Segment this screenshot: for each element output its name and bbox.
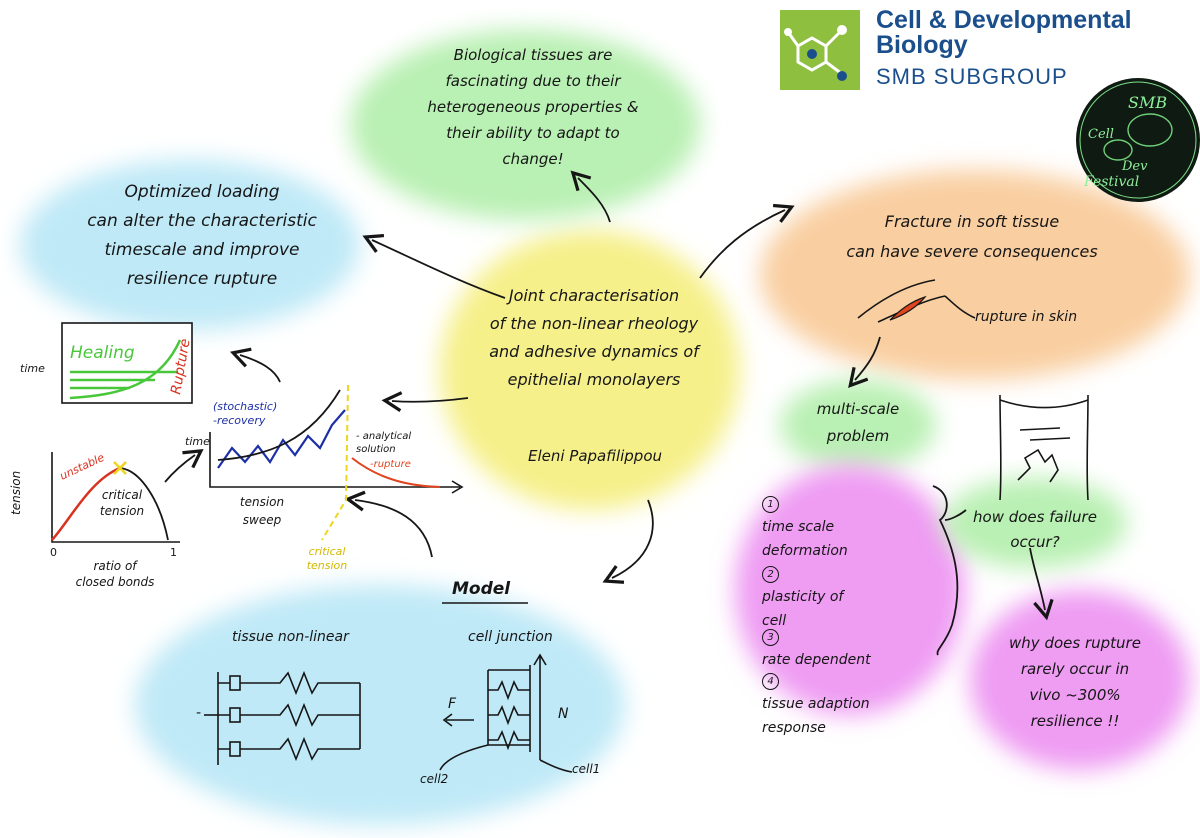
list-item-text: rate dependent [762,652,871,668]
rupture-skin-label: rupture in skin [975,309,1078,325]
list-item-text: time scale deformation [762,519,848,559]
central-title: Joint characterisation of the non-linear… [489,286,699,389]
model-circuits [204,602,573,773]
why-question: why does rupture rarely occur in vivo ~3… [1009,634,1141,730]
top-note: Biological tissues are fascinating due t… [427,46,639,168]
tissue-nonlinear-label: tissue non-linear [232,629,349,645]
cell-junction-label: cell junction [468,629,553,645]
list-item-text: tissue adaption response [762,696,870,736]
blob-blue-optimized [20,160,360,330]
connector-arrows [164,170,1054,656]
arrow-to-graphs [381,391,469,412]
badge-text-festival: Festival [1083,174,1139,190]
logo-title: Cell & Developmental Biology [876,6,1132,59]
blob-orange-fracture [760,170,1190,380]
festival-badge: SMB Cell Dev Festival [1076,78,1200,202]
blob-blue-model [135,585,625,825]
arrow-model-to-sweep [344,490,433,558]
list-item-number: 4 [762,673,779,690]
background-blobs [20,30,1190,825]
blob-green-failure [943,478,1127,568]
brace-list [932,485,959,656]
list-item-text: plasticity of cell [762,589,844,629]
blob-yellow-center [440,230,740,510]
healing-graph: time Healing Rupture [20,322,194,404]
x1-label: 1 [170,546,177,559]
badge-text-dev: Dev [1121,159,1148,174]
list-item-1: 1 time scale deformation [762,467,932,563]
cell2-label: cell2 [420,772,449,786]
x0-label: 0 [50,546,57,559]
critical-tension-label: critical tension [99,488,145,518]
blob-purple-why [970,590,1190,770]
blob-green-top [350,30,700,220]
author-name: Eleni Papafilippou [527,447,663,465]
sweep-ylabel: time [185,435,210,448]
model-title: Model [452,579,511,599]
critical-tension-yellow-label: critical tension [306,545,348,572]
skin-rupture-sketch [857,279,976,323]
sweep-xlabel: tension sweep [239,495,285,527]
arrow-healing [229,347,281,383]
cell1-label: cell1 [572,762,601,776]
list-item-2: 2 plasticity of cell [762,537,932,633]
list-item-3: 3 rate dependent [762,600,932,672]
arrow-to-fracture [699,203,795,279]
stochastic-recovery-label: (stochastic) -recovery [213,400,278,427]
optimized-note: Optimized loading can alter the characte… [87,182,317,289]
blob-green-multiscale [780,380,936,470]
normal-label: N [558,706,569,722]
minus-label: - [196,705,202,721]
badge-text-smb: SMB [1128,93,1167,112]
force-label: F [448,696,457,712]
arrow-to-model [602,499,654,584]
logo-mark [780,10,860,90]
arrow-tension-to-sweep [164,448,204,483]
unstable-label: unstable [58,451,107,483]
failure-sketch [999,394,1089,501]
healing-ylabel: time [20,362,45,375]
list-item-4: 4 tissue adaption response [762,644,952,740]
sweep-rupture-label: -rupture [370,459,411,470]
fracture-note: Fracture in soft tissue can have severe … [846,212,1098,261]
analytical-label: - analytical solution [356,431,412,455]
list-item-number: 3 [762,629,779,646]
list-item-number: 1 [762,496,779,513]
sweep-graph: time [185,384,464,541]
blob-purple-list [735,465,965,715]
badge-circle [1076,78,1200,202]
tension-ylabel: tension [9,471,23,515]
connector-brace-to-failure [944,509,967,521]
multiscale-note: multi-scale problem [816,400,900,445]
logo-square [780,10,860,90]
list-item-number: 2 [762,566,779,583]
failure-question: how does failure occur? [973,508,1097,551]
logo-subtitle: SMB SUBGROUP [876,64,1068,89]
healing-label: Healing [70,343,135,363]
arrow-to-why [1029,547,1054,621]
arrow-to-multiscale [848,336,881,388]
arrow-to-top-note [570,170,611,223]
ratio-xlabel: ratio of closed bonds [75,559,155,589]
arrow-to-optimized [362,233,506,299]
badge-text-cell: Cell [1088,127,1114,142]
